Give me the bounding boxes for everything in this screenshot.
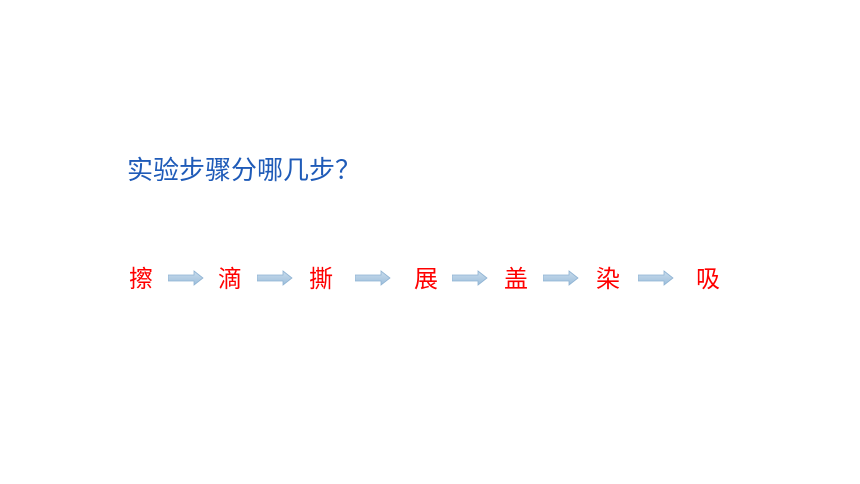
step-5-label: 盖 [504,265,528,293]
question-title: 实验步骤分哪几步？ [127,156,362,186]
step-7-label: 吸 [696,265,720,293]
step-1-label: 擦 [129,265,153,293]
right-arrow-icon [543,270,579,286]
step-2-label: 滴 [218,265,242,293]
right-arrow-icon [168,270,204,286]
step-6-label: 染 [596,265,620,293]
step-3-label: 撕 [309,265,333,293]
right-arrow-icon [452,270,488,286]
step-4-label: 展 [414,265,438,293]
right-arrow-icon [257,270,293,286]
right-arrow-icon [355,270,391,286]
right-arrow-icon [638,270,674,286]
